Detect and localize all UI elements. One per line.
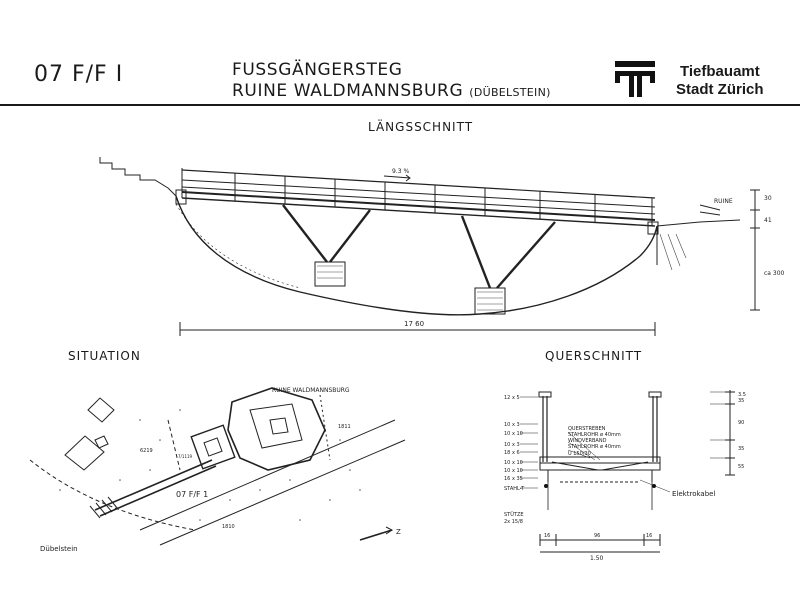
ruin-label: RUINE [714,198,733,205]
label-10x3-a: 10 x 3 [504,422,520,428]
authority-line-2: Stadt Zürich [676,81,764,98]
parcel-1810: 1810 [222,524,235,530]
bridge-label: 07 F/F 1 [176,490,208,499]
dim-96: 96 [594,533,600,539]
authority-line-1: Tiefbauamt [680,63,760,80]
parcel-6219: 6219 [140,448,153,454]
project-code: 07 F/F I [34,62,124,87]
title-line-2: RUINE WALDMANNSBURG (DÜBELSTEIN) [232,83,551,100]
label-10x3-b: 10 x 3 [504,442,520,448]
dim-right-5: 55 [738,464,744,470]
dim-right-3: 90 [738,420,744,426]
label-stahl-t: STAHL-T [504,486,525,492]
ruin-label: RUINE WALDMANNSBURG [272,387,350,394]
dim-16-left: 16 [544,533,550,539]
label-16x35: 16 x 35 [504,476,523,482]
label-12x5: 12 x 5 [504,395,520,401]
dim-mid: 41 [764,217,772,224]
parcel-7-1119: 7/1119 [178,454,193,459]
place-label: Dübelstein [40,545,78,553]
cable-label: Elektrokabel [672,490,715,498]
label-18x6: 18 x 6 [504,450,520,456]
label-10x10-b: 10 x 10 [504,460,523,466]
tiefbauamt-logo-icon [615,61,655,97]
note-u-profile: U 150/30 [568,451,591,457]
title-suffix: (DÜBELSTEIN) [469,86,551,99]
height-dimension: ca 300 [764,270,785,277]
dim-upper: 30 [764,195,772,202]
note-windverband-pipe: STAHLROHR ø 40mm [568,444,621,450]
dim-16-right: 16 [646,533,652,539]
post-label: STÜTZE [504,511,524,518]
post-dimension: 2x 15/8 [504,519,523,525]
north-label: Z [396,528,401,536]
heading-situation: SITUATION [68,349,141,363]
dim-right-4: 35 [738,446,744,452]
parcel-1811: 1811 [338,424,351,430]
span-dimension: 17 60 [404,320,424,328]
heading-laengsschnitt: LÄNGSSCHNITT [368,120,474,134]
label-10x10-c: 10 x 10 [504,468,523,474]
title-line-2-text: RUINE WALDMANNSBURG [232,81,464,101]
dim-right-2: 35 [738,398,744,404]
cross-section-drawing: 12 x 5 10 x 3 10 x 10 10 x 3 18 x 6 10 x… [504,390,746,562]
slope-label: 9.3 % [392,168,409,175]
title-divider [0,104,800,106]
total-width: 1.50 [590,555,604,562]
label-10x10-a: 10 x 10 [504,431,523,437]
note-querstreben: QUERSTREBEN [568,426,606,432]
situation-plan-drawing: RUINE WALDMANNSBURG 07 F/F 1 Dübelstein … [29,387,406,553]
note-windverband: WINDVERBAND [568,438,607,444]
title-line-1: FUSSGÄNGERSTEG [232,60,403,80]
longitudinal-section-drawing: 9.3 % RUINE 17 60 30 41 ca 300 [99,157,785,336]
dim-right-1: 3.5 [738,392,746,398]
heading-querschnitt: QUERSCHNITT [545,349,643,363]
note-querstreben-pipe: STAHLROHR ø 40mm [568,432,621,438]
